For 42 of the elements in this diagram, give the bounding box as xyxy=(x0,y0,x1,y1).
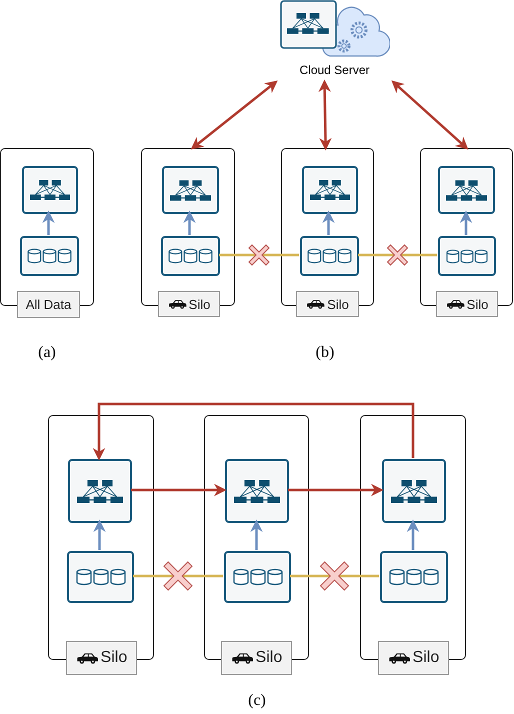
model-box xyxy=(438,166,495,214)
arrow xyxy=(322,210,335,235)
panel-caption: (a) xyxy=(38,344,56,362)
model-box xyxy=(22,166,78,214)
arrow xyxy=(288,484,384,496)
tag-text: Silo xyxy=(412,649,440,667)
connector-line xyxy=(219,254,299,256)
model-box xyxy=(68,459,132,523)
arrow xyxy=(190,80,278,150)
model-box xyxy=(302,166,358,214)
model-box xyxy=(225,459,289,523)
node-label: Cloud Server xyxy=(298,63,371,77)
model-box xyxy=(382,459,446,523)
panel-caption: (c) xyxy=(248,692,266,710)
tag-text: Silo xyxy=(100,649,128,667)
data-box xyxy=(224,551,291,603)
arrow xyxy=(318,80,332,150)
panel-caption: (b) xyxy=(316,344,334,362)
data-box xyxy=(380,551,448,603)
arrow xyxy=(92,402,414,460)
data-box xyxy=(438,236,496,276)
connector-line xyxy=(133,574,223,578)
tag-text: Silo xyxy=(466,296,488,312)
data-box xyxy=(161,236,220,276)
tag-text: Silo xyxy=(188,296,210,312)
data-box xyxy=(20,236,79,276)
tag-text: All Data xyxy=(26,297,72,312)
model-box xyxy=(162,166,219,214)
connector-line xyxy=(358,254,437,256)
arrow xyxy=(406,520,420,550)
tag-text: Silo xyxy=(256,649,282,667)
data-box xyxy=(67,551,134,603)
arrow xyxy=(131,484,226,496)
connector-line xyxy=(290,574,379,578)
data-box xyxy=(300,236,359,276)
arrow xyxy=(42,210,55,235)
tag-text: Silo xyxy=(327,296,349,312)
arrow xyxy=(93,520,106,550)
arrow xyxy=(250,520,263,550)
arrow xyxy=(391,80,468,150)
arrow xyxy=(460,210,472,235)
arrow xyxy=(183,210,196,235)
